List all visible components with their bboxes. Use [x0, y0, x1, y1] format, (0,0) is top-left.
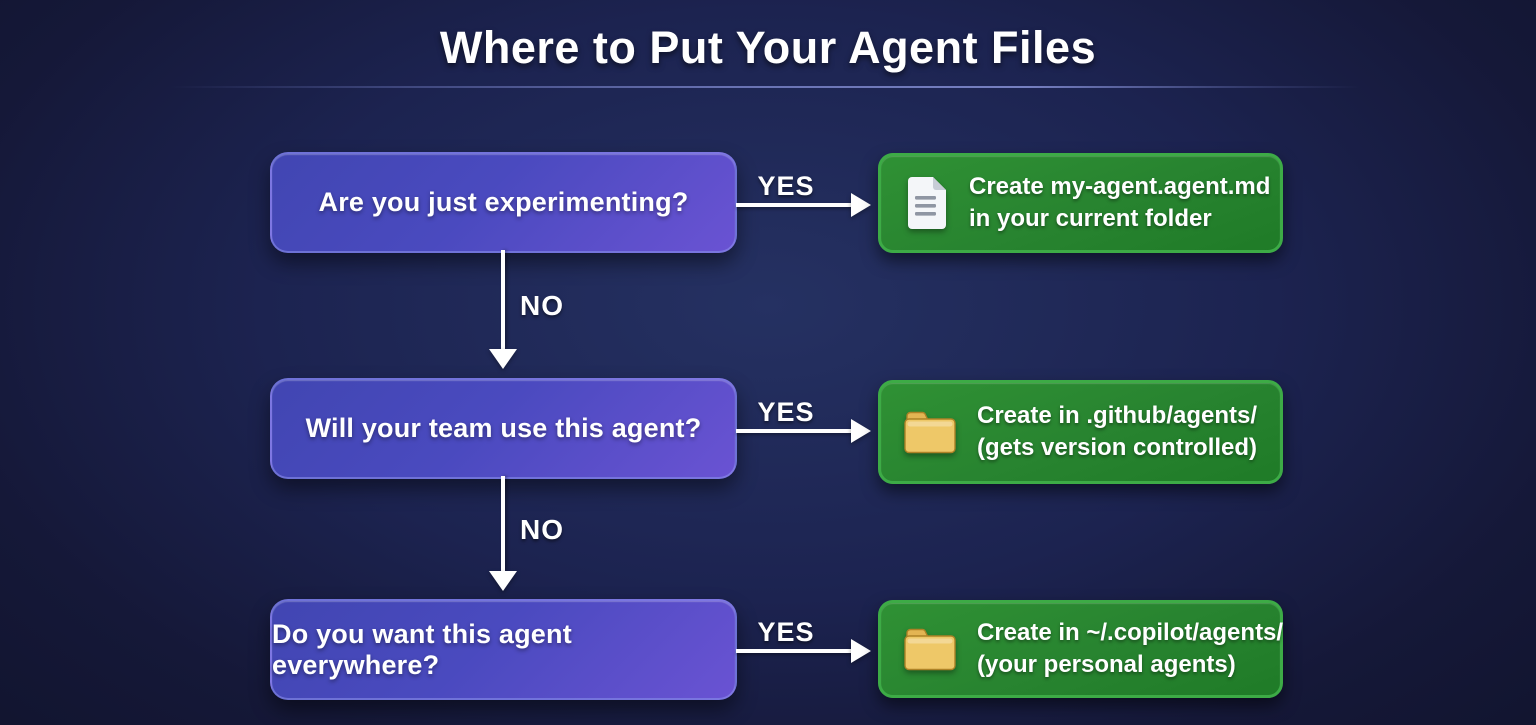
result-line2: (gets version controlled) [977, 434, 1258, 461]
no-arrow-1: NO [489, 250, 591, 370]
no-arrow-2: NO [489, 476, 591, 592]
question-box-agent-everywhere: Do you want this agent everywhere? [270, 599, 737, 700]
yes-arrow-1: YES [736, 171, 876, 219]
result-box-current-folder: Create my-agent.agent.md in your current… [878, 153, 1283, 253]
result-box-copilot-agents: Create in ~/.copilot/agents/ (your perso… [878, 600, 1283, 698]
page-title: Where to Put Your Agent Files [439, 22, 1097, 73]
result-line2: in your current folder [969, 205, 1212, 232]
arrow-line [736, 203, 855, 207]
result-line1: Create in ~/.copilot/agents/ [977, 619, 1284, 646]
document-icon [903, 176, 949, 230]
result-line2: (your personal agents) [977, 651, 1236, 678]
yes-label: YES [757, 617, 815, 647]
yes-arrow-3: YES [736, 617, 876, 665]
arrow-head-icon [851, 419, 871, 443]
folder-icon [903, 627, 957, 671]
question-box-team-use: Will your team use this agent? [270, 378, 737, 479]
arrow-head-icon [489, 349, 517, 369]
yes-label: YES [757, 171, 815, 201]
result-line1: Create my-agent.agent.md [969, 173, 1271, 200]
question-text: Will your team use this agent? [305, 413, 702, 443]
arrow-line [501, 476, 505, 571]
yes-arrow-2: YES [736, 397, 876, 445]
question-box-experimenting: Are you just experimenting? [270, 152, 737, 253]
question-text: Are you just experimenting? [318, 187, 689, 217]
arrow-head-icon [489, 571, 517, 591]
no-label: NO [520, 514, 564, 545]
arrow-line [736, 429, 855, 433]
result-box-github-agents: Create in .github/agents/ (gets version … [878, 380, 1283, 484]
arrow-line [736, 649, 855, 653]
yes-label: YES [757, 397, 815, 427]
folder-icon [903, 410, 957, 454]
arrow-head-icon [851, 193, 871, 217]
no-label: NO [520, 290, 564, 321]
arrow-line [501, 250, 505, 349]
result-line1: Create in .github/agents/ [977, 402, 1258, 429]
title-divider [170, 86, 1360, 88]
question-text: Do you want this agent everywhere? [272, 618, 572, 680]
arrow-head-icon [851, 639, 871, 663]
